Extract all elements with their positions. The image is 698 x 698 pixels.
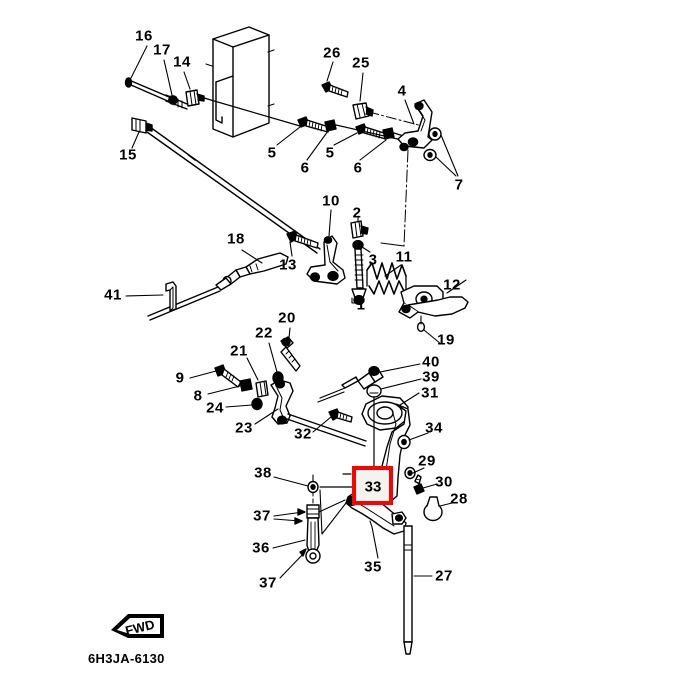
part-5-bolt-right [355,123,388,140]
callout-number-20: 20 [278,309,296,327]
callout-number-13: 13 [279,256,297,274]
part-10-arm [306,235,346,285]
callout-number-41: 41 [104,286,122,304]
part-34-collar [397,434,411,450]
callout-number-25: 25 [352,54,370,72]
callout-number-39: 39 [422,368,440,386]
part-18-cable-end [147,252,289,321]
part-11-spring [366,262,407,295]
part-6-nut-left [324,119,337,132]
part-29-pin [404,466,416,480]
part-26-bolt [321,81,349,98]
part-20-rod [280,336,301,372]
part-8-nut [239,378,253,392]
part-7-collars [423,127,442,162]
callout-number-27: 27 [435,567,453,585]
part-14-bushing [185,89,205,107]
fwd-arrow-logo: FWD [111,614,164,639]
part-40-fitting [317,365,384,403]
part-5-bolt-left [297,116,330,133]
part-24-collar [251,397,263,411]
part-25-fitting [352,102,374,120]
callout-number-28: 28 [450,490,468,508]
callout-number-11: 11 [395,248,413,266]
callout-number-35: 35 [364,558,382,576]
part-23-rod-line [286,413,367,447]
part-32-bolt [328,408,353,423]
part-21-bushing [255,380,269,398]
callout-number-15: 15 [119,146,137,164]
callout-number-29: 29 [418,452,436,470]
callout-number-4: 4 [397,82,407,100]
part-2-bushing [350,220,369,239]
part-41-clip [165,281,177,312]
callout-number-33: 33 [364,478,382,496]
callout-number-9: 9 [175,369,185,387]
callout-number-32: 32 [294,425,312,443]
callout-number-18: 18 [227,230,245,248]
callout-number-14: 14 [173,53,191,71]
part-16-rod [124,77,188,110]
callout-number-17: 17 [153,41,171,59]
callout-number-23: 23 [235,419,253,437]
callout-number-34: 34 [425,419,443,437]
callout-number-10: 10 [322,192,340,210]
part-28-ball-knob [423,496,443,522]
callout-number-26: 26 [323,44,341,62]
callout-number-21: 21 [230,342,248,360]
callout-number-24: 24 [206,399,224,417]
callout-number-22: 22 [255,324,273,342]
callout-number-19: 19 [437,331,455,349]
part-23-lever [270,379,294,425]
part-36-clevis [305,504,321,564]
callout-number-3: 3 [368,251,378,269]
callout-number-2: 2 [352,204,362,222]
highlight-box-part-33[interactable] [352,466,393,505]
part-27-shift-rod [403,525,413,655]
callout-number-8: 8 [193,387,203,405]
part-38-collar [307,480,319,494]
callout-number-6: 6 [300,159,310,177]
diagram-code: 6H3JA-6130 [88,651,165,666]
callout-number-36: 36 [252,539,270,557]
callout-number-30: 30 [435,473,453,491]
fwd-logo-text: FWD [124,617,156,639]
callout-number-6: 6 [353,159,363,177]
callout-number-5: 5 [325,144,335,162]
control-unit-box [205,26,275,138]
callout-number-16: 16 [135,27,153,45]
callout-number-7: 7 [454,176,464,194]
callout-number-31: 31 [421,384,439,402]
part-17-ball [168,95,178,105]
callout-number-5: 5 [267,144,277,162]
part-3-rod [351,239,367,306]
part-37-arrows [273,508,306,525]
callout-number-1: 1 [356,296,366,314]
part-9-bolt [214,364,242,388]
part-30-bolt [413,474,425,495]
callout-number-37: 37 [253,507,271,525]
part-39-bushing [366,384,382,478]
callout-number-38: 38 [254,464,272,482]
part-13-bolt [286,230,319,249]
callout-number-40: 40 [422,353,440,371]
part-12-cam-lever [398,285,469,319]
callout-number-37: 37 [259,574,277,592]
callout-number-12: 12 [443,276,461,294]
part-4-bellcrank [397,99,433,152]
part-15-bushing [131,117,153,134]
